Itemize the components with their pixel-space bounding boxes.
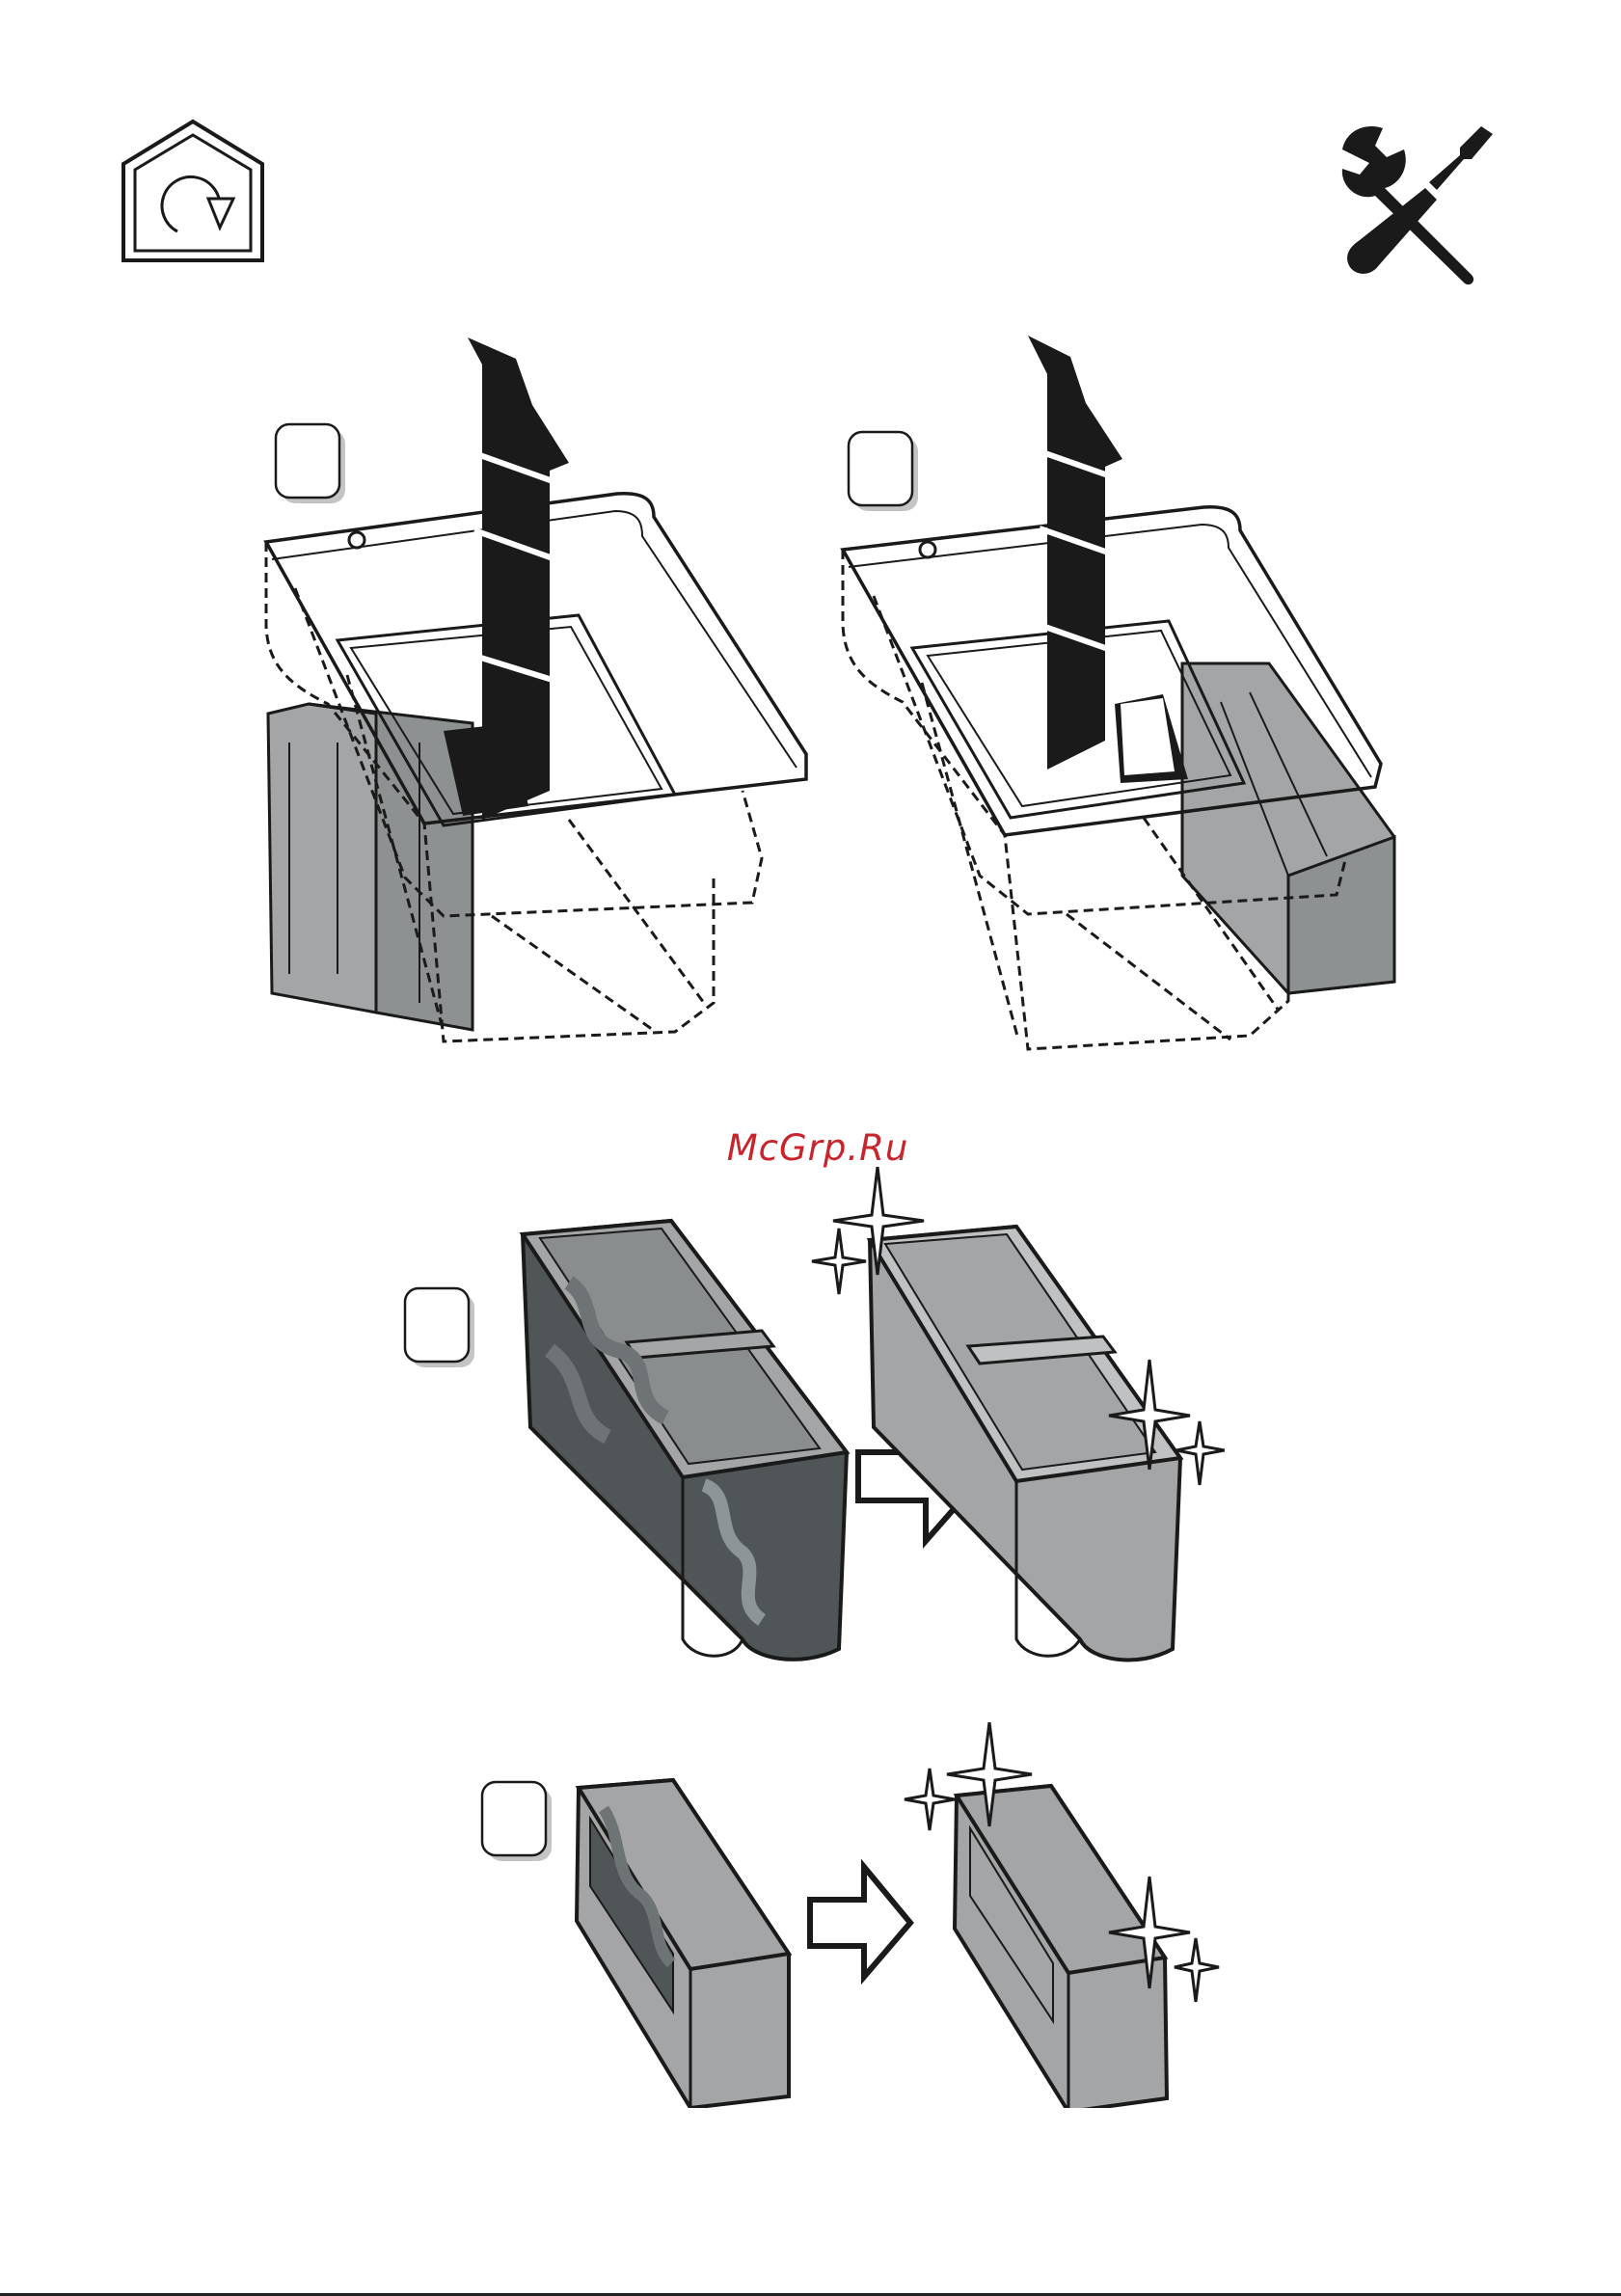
- wrench-screwdriver-icon: [1337, 121, 1500, 289]
- sparkle-icon: [812, 1229, 866, 1294]
- step-badge: [480, 1780, 555, 1865]
- home-rotate-icon: [120, 118, 266, 262]
- sparkle-icon: [1176, 1421, 1225, 1485]
- drawer-illustration-right: [835, 336, 1404, 1088]
- step-number: [405, 1288, 469, 1362]
- step-badge: [403, 1286, 478, 1371]
- lift-arrow: [468, 338, 569, 820]
- filter-cleaning-illustration: [565, 1722, 1221, 2108]
- tank-cleaning-illustration: [511, 1167, 1225, 1668]
- clean-tank: [870, 1227, 1180, 1660]
- transition-arrow: [810, 1867, 910, 1977]
- reservoir-block: [268, 704, 376, 1013]
- step-number: [482, 1782, 546, 1855]
- dirty-filter-block: [577, 1780, 789, 2108]
- sparkle-icon: [905, 1769, 955, 1830]
- sparkle-icon: [1175, 1938, 1219, 2002]
- drawer-illustration-left: [251, 338, 820, 1080]
- dirty-tank: [523, 1221, 847, 1660]
- clean-filter-block: [955, 1786, 1167, 2108]
